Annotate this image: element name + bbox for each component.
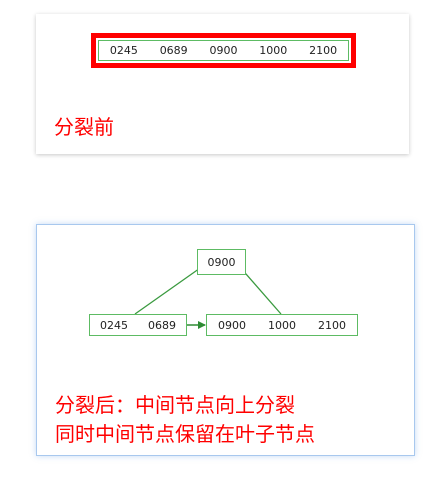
key-0689: 0689 [159, 44, 188, 57]
key-1000: 1000 [268, 318, 296, 332]
after-split-caption-line-2: 同时中间节点保留在叶子节点 [55, 422, 315, 446]
root-node: 0900 [197, 249, 246, 275]
key-0900: 0900 [218, 318, 246, 332]
after-split-caption: 分裂后：中间节点向上分裂 同时中间节点保留在叶子节点 [55, 391, 315, 449]
key-0245: 0245 [100, 318, 128, 332]
root-key-0900: 0900 [207, 255, 236, 269]
tree-links [134, 265, 282, 329]
key-2100: 2100 [309, 44, 338, 57]
key-0900: 0900 [209, 44, 238, 57]
link-root-to-left [134, 265, 204, 315]
key-0689: 0689 [148, 318, 176, 332]
highlight-frame [91, 33, 356, 68]
left-leaf-node: 0245 0689 [89, 314, 187, 336]
after-split-panel: 0900 0245 0689 0900 1000 2100 分裂后：中间节点向上… [36, 224, 415, 456]
key-1000: 1000 [259, 44, 288, 57]
before-split-caption: 分裂前 [54, 115, 114, 139]
right-leaf-node: 0900 1000 2100 [206, 314, 358, 336]
key-0245: 0245 [109, 44, 138, 57]
key-2100: 2100 [318, 318, 346, 332]
after-split-caption-line-1: 分裂后：中间节点向上分裂 [55, 393, 295, 417]
before-split-panel: 0245 0689 0900 1000 2100 分裂前 [36, 14, 409, 154]
leaf-node-before-split: 0245 0689 0900 1000 2100 [98, 40, 349, 61]
link-root-to-right [238, 265, 282, 315]
